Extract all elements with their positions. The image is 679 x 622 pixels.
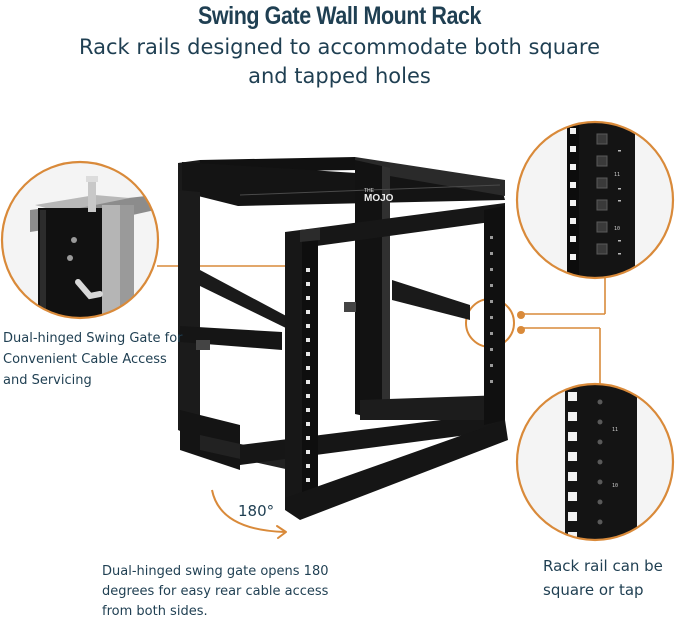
rail-caption: Rack rail can be square or tap [543,554,663,602]
front-post-holes [306,268,310,482]
svg-text:THE: THE [364,188,375,194]
hinge-detail-circle [0,160,160,320]
svg-text:10: 10 [612,483,618,489]
svg-text:11: 11 [612,427,618,433]
swing-gate-caption-line-2: Convenient Cable Access [3,352,167,367]
rotation-caption-line-2: degrees for easy rear cable access [102,584,329,599]
rear-post-holes [490,236,493,383]
page-subtitle: Rack rails designed to accommodate both … [0,33,679,91]
svg-text:MOJO: MOJO [364,193,394,204]
rail-caption-line-2: square or tap [543,581,644,599]
rotation-caption: Dual-hinged swing gate opens 180 degrees… [102,562,329,622]
rotation-arrow-icon [211,489,287,539]
swing-gate-caption-line-1: Dual-hinged Swing Gate for [3,331,183,346]
rail-marker-dot-top [517,311,525,319]
square-rail-detail-circle: 11 10 [515,120,675,280]
tapped-rail-detail-circle: 11 10 [515,382,675,542]
rail-caption-line-1: Rack rail can be [543,557,663,575]
rotation-caption-line-1: Dual-hinged swing gate opens 180 [102,564,329,579]
svg-text:11: 11 [614,172,620,178]
rack-frame [178,157,508,520]
subtitle-line-1: Rack rails designed to accommodate both … [78,35,601,59]
rotation-caption-line-3: from both sides. [102,604,208,619]
page-title: Swing Gate Wall Mount Rack [197,2,482,30]
swing-gate-caption: Dual-hinged Swing Gate for Convenient Ca… [3,328,183,391]
subtitle-line-2: and tapped holes [248,64,431,88]
swing-gate-caption-line-3: and Servicing [3,373,92,388]
mojo-logo: THE MOJO [364,188,394,204]
rotation-angle-label: 180° [238,502,275,520]
svg-text:10: 10 [614,226,620,232]
rail-marker-dot-bottom [517,326,525,334]
